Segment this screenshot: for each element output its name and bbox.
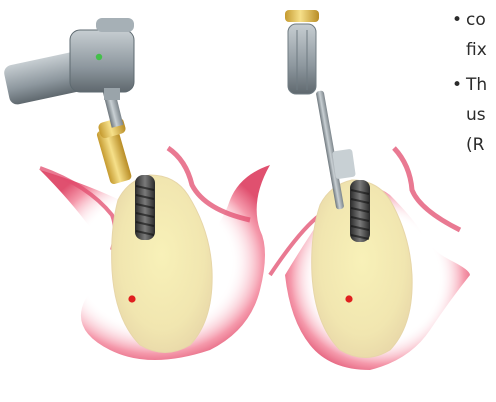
manual-driver bbox=[285, 10, 356, 210]
bullet-line: Th bbox=[466, 70, 496, 100]
bullet-line: fix bbox=[466, 35, 496, 65]
bone-left bbox=[112, 175, 213, 353]
bullet-item: Th us (R bbox=[452, 70, 496, 160]
green-indicator-icon bbox=[96, 54, 102, 60]
red-marker-icon-right bbox=[345, 295, 352, 302]
bullet-line: (R bbox=[466, 130, 496, 160]
implant-left bbox=[135, 175, 155, 240]
bullet-list: co fix Th us (R bbox=[452, 0, 496, 160]
bullet-line: us bbox=[466, 100, 496, 130]
implant-right bbox=[350, 180, 370, 242]
bullet-line: co bbox=[466, 5, 496, 35]
red-marker-icon-left bbox=[128, 295, 135, 302]
bullet-item: co fix bbox=[452, 5, 496, 65]
handpiece-left bbox=[3, 18, 134, 106]
left-scene bbox=[3, 18, 270, 360]
right-scene bbox=[270, 10, 470, 370]
